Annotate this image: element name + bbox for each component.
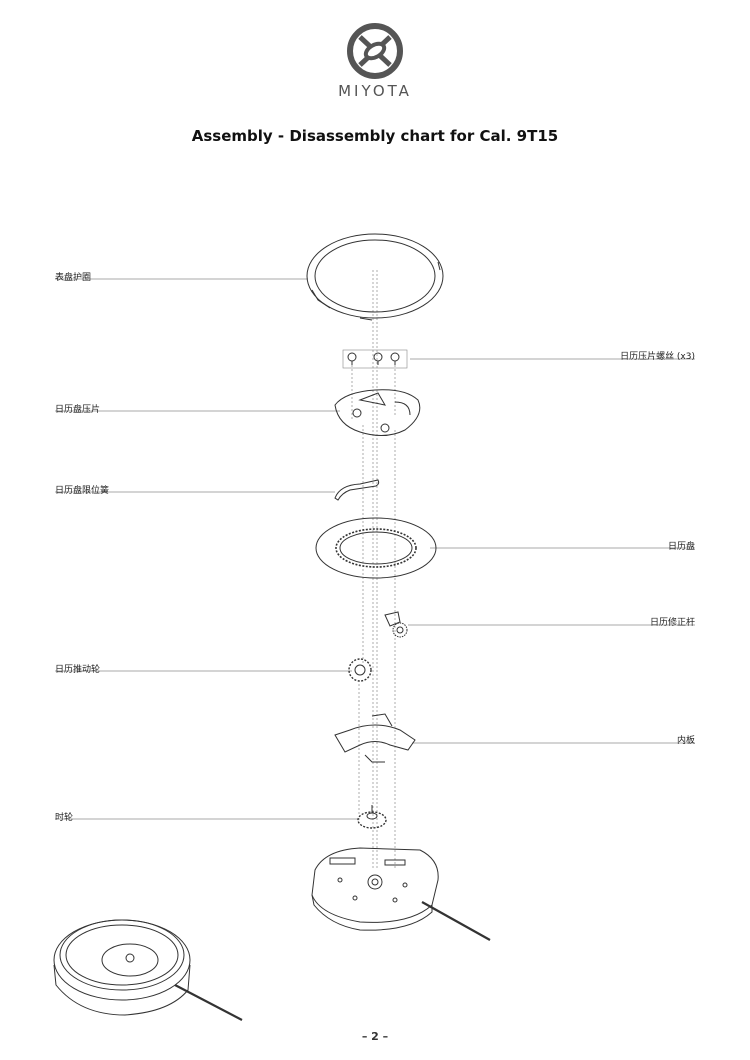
date-driving-wheel-part <box>348 658 372 682</box>
page-number: – 2 – <box>361 1030 389 1043</box>
page-title: Assembly - Disassembly chart for Cal. 9T… <box>191 127 559 145</box>
date-jumper-part <box>334 479 380 501</box>
label-date-driving-wheel: 日历推动轮 <box>55 665 101 675</box>
calendar-plate-part <box>334 389 421 436</box>
hour-wheel-part <box>357 805 387 829</box>
inner-plate-part <box>334 713 416 763</box>
assembled-movement-part <box>53 919 243 1021</box>
label-date-corrector: 日历修正杆 <box>649 618 695 628</box>
label-dial-ring: 表盘护圈 <box>55 273 92 283</box>
movement-main-plate-part <box>311 847 491 941</box>
date-disc-part <box>315 517 437 579</box>
label-calendar-plate-screw: 日历压片螺丝 (x3) <box>620 352 695 362</box>
dial-ring-part <box>306 233 444 321</box>
label-hour-wheel: 时轮 <box>55 813 74 823</box>
label-inner-plate: 内板 <box>676 736 695 746</box>
brand-name: MIYOTA <box>338 82 412 100</box>
leader-lines <box>55 278 695 820</box>
label-date-jumper: 日历盘限位簧 <box>55 486 110 496</box>
label-date-disc: 日历盘 <box>667 542 695 552</box>
miyota-logo: MIYOTA <box>0 22 750 100</box>
label-calendar-plate: 日历盘压片 <box>55 405 101 415</box>
calendar-plate-screws-part <box>342 349 408 369</box>
miyota-logo-mark-icon <box>347 23 403 79</box>
assembly-axis-lines <box>351 270 396 870</box>
date-corrector-part <box>384 611 408 638</box>
